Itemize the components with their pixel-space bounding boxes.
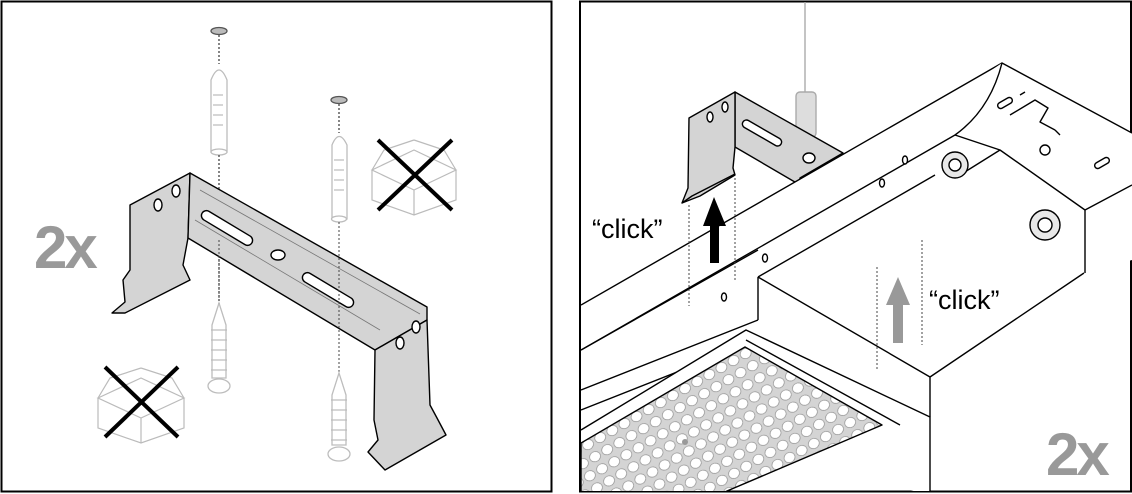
screw-icon: [207, 300, 231, 394]
ceiling-bracket: [681, 91, 844, 204]
panel-left: [0, 0, 553, 493]
click-label-bracket: “click”: [592, 214, 663, 244]
click-label-box: “click”: [929, 285, 1000, 315]
quantity-label-right: 2x: [1046, 421, 1110, 488]
wall-plug-1: [210, 26, 228, 340]
led-diffuser: [581, 346, 883, 491]
panel-right: [579, 0, 1132, 493]
up-arrow-gray-icon: [886, 277, 910, 343]
washer-icon: [330, 95, 348, 105]
washer-icon: [210, 26, 228, 36]
screw-icon: [327, 370, 351, 462]
crossed-out-box-icon: [370, 138, 458, 216]
crossed-out-box-icon: [96, 365, 186, 444]
up-arrow-black-icon: [703, 197, 726, 263]
wall-bracket: [111, 172, 447, 471]
quantity-label-left: 2x: [34, 214, 98, 281]
